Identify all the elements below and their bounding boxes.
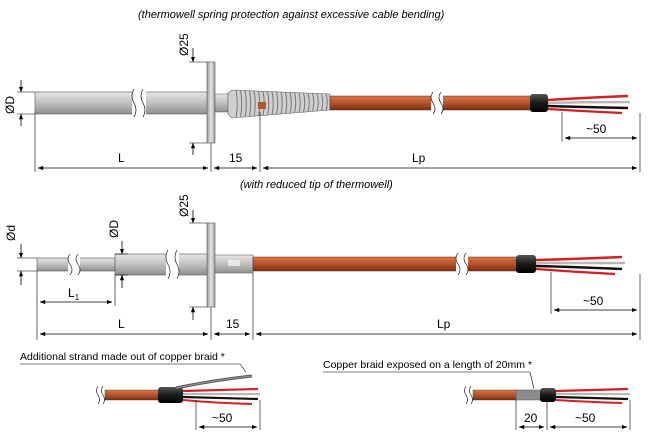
dim-length-L1: L1 [68,286,80,302]
dim-braid-20: 20 [524,411,538,425]
dim-15-top: 15 [229,151,243,165]
spring-coil [253,90,256,117]
thermowell-neck [214,93,229,113]
spring-coil [307,92,310,112]
lower-assembly: Ød ØD Ø25 L1 L 15 Lp ~50 [4,194,641,340]
top-assembly: ØD Ø25 L 15 Lp ~50 [3,33,641,172]
spring-coil [321,93,324,111]
detail-copper-braid: Copper braid exposed on a length of 20mm… [323,359,631,430]
dim-flange-25-top: Ø25 [177,33,191,56]
dim-wire-50-strand: ~50 [212,411,233,425]
exposed-copper-braid [515,389,542,401]
thermowell-tube [34,91,213,115]
dim-diameter-D-lower: ØD [107,220,121,238]
dim-L1-main: L [68,286,75,300]
spring-coil [276,91,279,115]
braid-cable [472,389,519,401]
heat-shrink-sleeve [530,94,548,112]
dim-15-lower: 15 [226,317,240,331]
spring-coil [303,92,306,113]
note-copper-braid-exposed: Copper braid exposed on a length of 20mm… [323,359,532,371]
caption-spring-protection: (thermowell spring protection against ex… [138,9,445,21]
braid-sleeve [540,388,556,402]
caption-reduced-tip: (with reduced tip of thermowell) [240,179,393,191]
dim-wire-50-top: ~50 [586,122,607,136]
tube-break-mark-lower [165,249,180,280]
braid-lead-wires [555,387,630,404]
dim-length-Lp-top: Lp [412,151,426,165]
dim-length-L-top: L [118,151,125,165]
spring-coil [316,93,319,112]
strand-cable [104,389,161,401]
dim-flange-25-lower: Ø25 [177,194,191,217]
cable-lower [252,256,519,272]
spring-coil [294,92,297,114]
spring-coil [267,91,270,116]
heat-shrink-sleeve-lower [516,255,536,273]
spring-coil [298,92,301,113]
cable-break-mark-lower [455,252,469,276]
detail-additional-strand: Additional strand made out of copper bra… [20,351,261,430]
lead-wires-lower [535,255,625,276]
spring-coil [240,90,243,118]
flange [206,61,216,144]
spring-coil [289,92,292,114]
dim-length-L-lower: L [118,317,125,331]
tube-break-mark [131,88,146,118]
dim-L1-subscript: 1 [75,293,80,302]
spring-coil [312,93,315,112]
note-additional-strand: Additional strand made out of copper bra… [20,351,225,363]
lead-wires [547,94,631,115]
spring-coil [325,93,328,111]
spring-coil [271,91,274,115]
strand-sleeve [158,387,183,403]
spring-coil [280,91,283,115]
tip-break-mark [67,253,81,276]
spring-coil [235,90,238,118]
strand-lead-wires [182,387,260,405]
spring-coil [249,90,252,117]
thermowell-tube-lower [114,253,212,276]
cable-break-mark [430,91,444,115]
dim-diameter-d: Ød [4,225,18,241]
dim-wire-50-braid: ~50 [575,411,596,425]
dim-length-Lp-lower: Lp [437,317,451,331]
dim-wire-50-lower: ~50 [583,294,604,308]
protection-spring [227,89,331,119]
spring-coil [285,92,288,114]
spring-coil [244,90,247,118]
flange-lower [206,222,216,308]
dim-diameter-D-top: ØD [3,96,17,114]
